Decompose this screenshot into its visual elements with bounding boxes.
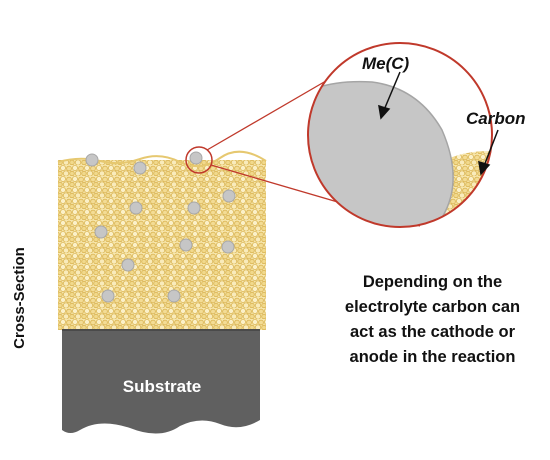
caption-line: act as the cathode or — [349, 323, 516, 341]
callout-arrows — [378, 71, 499, 176]
particle — [222, 189, 236, 203]
particle — [94, 225, 108, 239]
arrow-carbon — [483, 129, 499, 167]
carbon-layer — [58, 160, 266, 330]
arrow-metal-carbide — [383, 71, 401, 111]
particle — [179, 238, 193, 252]
particle — [129, 201, 143, 215]
particle — [187, 201, 201, 215]
arrowhead-carbon — [478, 160, 491, 176]
label-substrate: Substrate — [123, 377, 201, 396]
particle — [121, 258, 135, 272]
metal-carbide-particles — [85, 151, 236, 303]
zoom-source-circle — [185, 146, 213, 174]
label-carbon: Carbon — [466, 109, 526, 128]
particle — [101, 289, 115, 303]
caption-line: electrolyte carbon can — [344, 298, 521, 316]
particle — [189, 151, 203, 165]
particle — [85, 153, 99, 167]
particle — [167, 289, 181, 303]
caption: Depending on the electrolyte carbon can … — [320, 270, 545, 370]
caption-line: Depending on the — [362, 273, 503, 291]
magnified-particle — [308, 80, 454, 227]
arrowhead-metal-carbide — [378, 104, 391, 120]
particle — [221, 240, 235, 254]
label-metal-carbide: Me(C) — [362, 54, 410, 73]
zoom-connector-top — [206, 77, 332, 151]
magnified-view-outline — [307, 42, 493, 228]
substrate-block — [62, 330, 260, 434]
caption-line: anode in the reaction — [349, 348, 516, 366]
particle — [133, 161, 147, 175]
label-cross-section: Cross-Section — [11, 247, 28, 349]
